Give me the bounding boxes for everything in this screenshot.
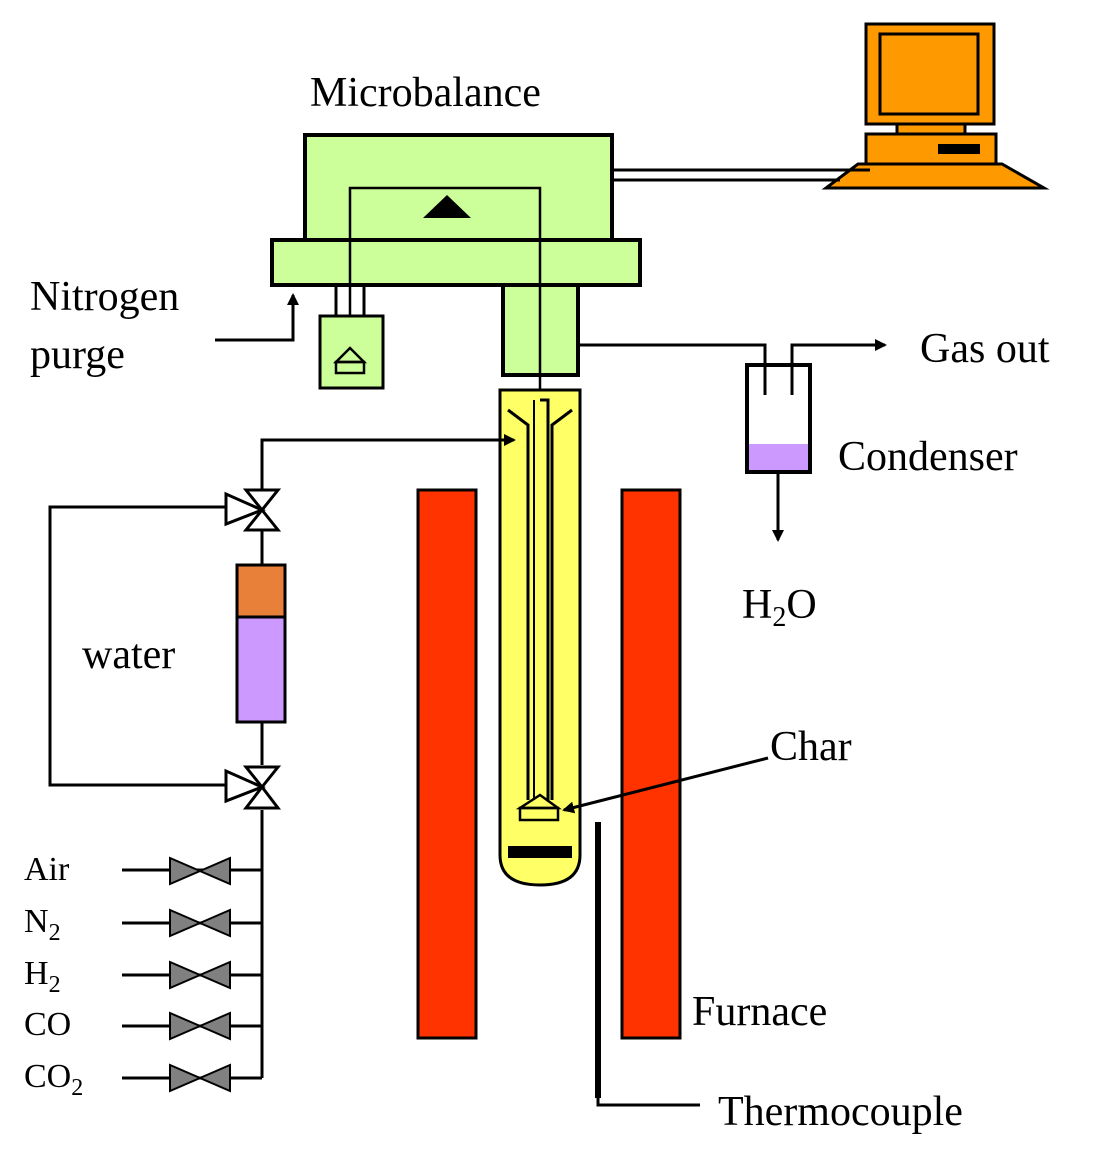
valve-co-icon — [169, 1011, 203, 1041]
gas-label-co2: CO2 — [24, 1058, 83, 1101]
microbalance-unit — [270, 133, 642, 800]
valve-h2-icon — [169, 960, 203, 990]
computer-screen — [878, 32, 980, 116]
valve-n2-icon — [169, 908, 203, 938]
gas-inlet-h2 — [122, 960, 262, 990]
gas-label-n2-sub: 2 — [49, 920, 61, 946]
gas-inlet-co — [122, 1011, 262, 1041]
computer-keyboard — [821, 162, 1050, 190]
gas-feed-system — [48, 434, 516, 1093]
three-way-valve-upper-icon — [224, 488, 282, 532]
condenser-unit — [578, 339, 887, 542]
gas-label-co2-sub: 2 — [71, 1075, 83, 1101]
h2o-label-sub: 2 — [772, 602, 786, 633]
three-way-valve-lower-icon — [224, 765, 282, 810]
gas-label-h2-sub: 2 — [49, 972, 61, 998]
gas-inlet-co2 — [122, 1063, 262, 1093]
reactor-frit — [508, 846, 572, 858]
microbalance-label: Microbalance — [310, 70, 541, 116]
data-cable — [612, 168, 870, 182]
condenser-label: Condenser — [838, 434, 1018, 480]
furnace-wall-right — [620, 488, 682, 1040]
nitrogen-purge-arrow — [215, 293, 299, 342]
gas-out-arrow — [790, 339, 887, 395]
counterweight-box — [318, 314, 385, 390]
feed-line-to-reactor — [260, 434, 516, 490]
gas-label-co2-main: CO — [24, 1058, 71, 1095]
gas-label-h2-main: H — [24, 955, 49, 992]
nitrogen-purge-label-line1: Nitrogen — [30, 274, 179, 320]
computer-icon — [821, 22, 1050, 190]
gas-label-n2-main: N — [24, 903, 49, 940]
condenser-liquid — [747, 444, 810, 472]
h2o-label-main: H — [742, 582, 772, 628]
reactor-tube — [498, 388, 582, 887]
gas-label-air: Air — [24, 851, 70, 888]
gas-inlet-n2 — [122, 908, 262, 938]
water-cap — [235, 563, 287, 619]
water-vessel — [235, 615, 287, 724]
char-label: Char — [770, 724, 852, 770]
gas-label-n2: N2 — [24, 903, 61, 946]
thermocouple-label: Thermocouple — [718, 1089, 963, 1135]
h2o-label-tail: O — [786, 582, 816, 628]
furnace-wall-left — [416, 488, 478, 1040]
nitrogen-purge-label-line2: purge — [30, 332, 125, 378]
gas-out-label: Gas out — [920, 326, 1050, 372]
char-pointer-arrow — [562, 756, 769, 814]
computer-drive-slot — [938, 144, 980, 154]
h2o-label: H2O — [742, 582, 817, 633]
valve-co2-icon — [169, 1063, 203, 1093]
valve-air-icon — [169, 856, 203, 886]
gas-label-co: CO — [24, 1006, 71, 1043]
char-sample — [518, 806, 560, 822]
gas-label-h2: H2 — [24, 955, 61, 998]
gas-outlet-line — [578, 343, 767, 395]
bypass-line — [48, 505, 242, 787]
microbalance-plate — [270, 238, 642, 287]
furnace-label: Furnace — [692, 989, 827, 1035]
balance-pivot-icon — [423, 195, 471, 218]
reactor-body — [498, 388, 582, 887]
water-label: water — [82, 632, 175, 678]
gas-inlet-air — [122, 856, 262, 886]
